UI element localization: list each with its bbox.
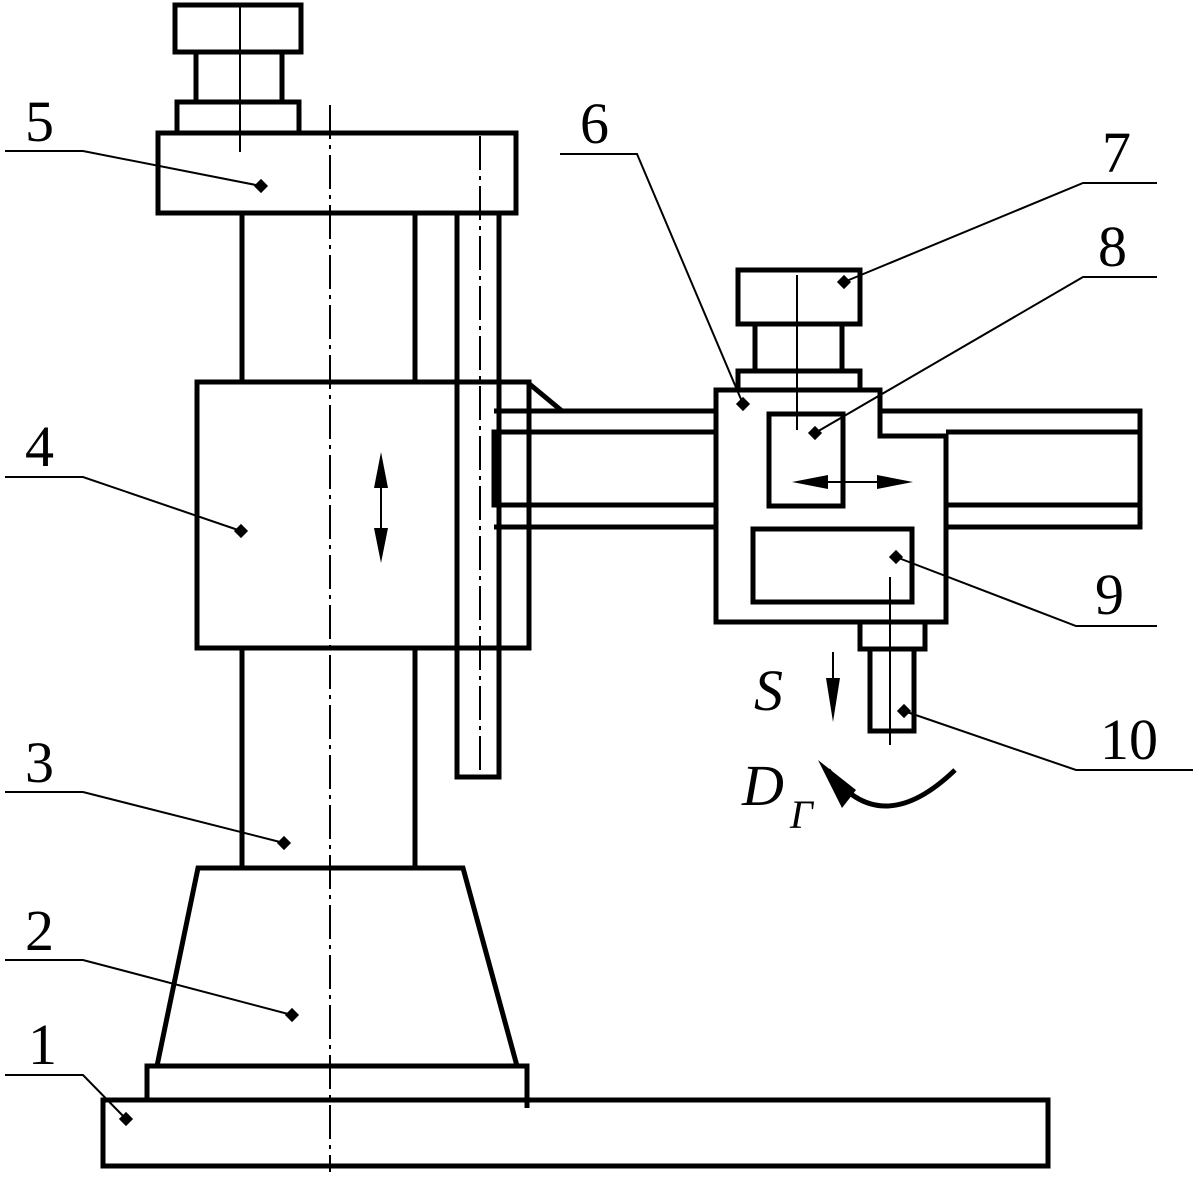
dot-10 <box>896 703 912 719</box>
label-2: 2 <box>25 898 54 963</box>
leader-7 <box>843 182 1157 283</box>
dot-9 <box>888 549 904 565</box>
gearbox <box>766 411 846 509</box>
rotation-label-subscript: Г <box>789 792 815 837</box>
head-motor-base <box>735 368 863 393</box>
leader-2 <box>5 959 293 1016</box>
label-4: 4 <box>25 414 54 479</box>
dot-3 <box>276 835 292 851</box>
pedestal <box>154 865 520 1067</box>
label-1: 1 <box>28 1012 57 1077</box>
spindle-tool <box>867 649 917 734</box>
horizontal-motion-arrow-left <box>792 475 828 489</box>
spindle-box <box>750 526 915 605</box>
top-motor-head <box>172 2 304 55</box>
dot-7 <box>836 274 852 290</box>
leader-4 <box>5 476 242 532</box>
label-7: 7 <box>1102 120 1131 185</box>
label-5: 5 <box>25 89 54 154</box>
dot-2 <box>284 1007 300 1023</box>
label-10: 10 <box>1100 707 1158 772</box>
arm-top-right <box>880 408 1143 530</box>
leader-9 <box>895 556 1157 627</box>
label-8: 8 <box>1098 214 1127 279</box>
dot-1 <box>118 1111 134 1127</box>
label-6: 6 <box>580 91 609 156</box>
base-plate <box>100 1097 1051 1169</box>
dot-5 <box>253 178 269 194</box>
base-flange <box>144 1063 530 1108</box>
carriage-bracket <box>457 379 564 413</box>
leader-5 <box>5 150 262 187</box>
head-motor-body <box>752 324 845 371</box>
leader-3 <box>5 791 285 844</box>
spindle-head <box>713 387 949 625</box>
rotation-arrow-head <box>818 760 856 808</box>
rotation-label: D <box>741 753 784 818</box>
leader-6 <box>560 153 744 405</box>
leader-10 <box>903 710 1193 771</box>
label-3: 3 <box>25 730 54 795</box>
arm-inner-right <box>946 429 1140 508</box>
vertical-motion-arrow-down <box>374 528 388 563</box>
top-cap <box>155 130 519 216</box>
feed-arrow-head <box>826 678 840 722</box>
spindle-collar <box>857 619 928 652</box>
feed-label: S <box>754 658 783 723</box>
top-motor-body <box>193 52 285 102</box>
leader-1 <box>5 1074 127 1120</box>
horizontal-motion-arrow-right <box>877 475 913 489</box>
dot-8 <box>807 425 823 441</box>
vertical-motion-arrow-up <box>374 452 388 488</box>
label-9: 9 <box>1095 562 1124 627</box>
lead-screw <box>454 213 502 780</box>
dot-4 <box>233 523 249 539</box>
head-motor-head <box>735 267 863 327</box>
leader-8 <box>814 276 1157 434</box>
dot-6 <box>735 396 751 412</box>
top-motor-base <box>174 99 302 136</box>
